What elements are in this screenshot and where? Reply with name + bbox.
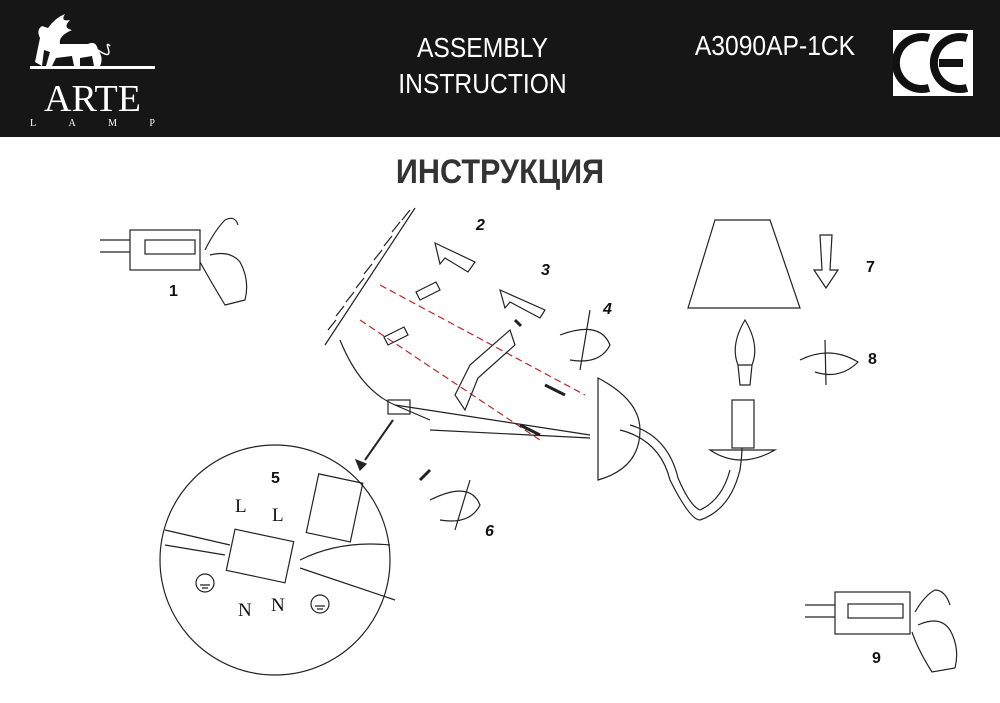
rotate-step4-icon xyxy=(559,309,611,371)
arrow-step2-icon xyxy=(434,241,476,273)
terminal-block-step1-icon xyxy=(100,217,248,306)
bulb-icon xyxy=(734,318,756,386)
ground-icon xyxy=(310,594,330,614)
terminal-cover-icon xyxy=(305,473,364,543)
step-number: 3 xyxy=(541,262,550,279)
document-title: ASSEMBLY INSTRUCTION xyxy=(366,30,599,102)
brand-letter: L xyxy=(30,118,37,129)
dowel-icon xyxy=(383,281,441,346)
cable xyxy=(339,339,591,439)
step-number: 7 xyxy=(866,259,875,276)
wall-sconce-icon xyxy=(597,377,778,521)
header-bar: ARTE L A M P ASSEMBLY INSTRUCTION A3090A… xyxy=(0,0,1000,137)
ground-icon xyxy=(195,573,215,593)
brand-sub: L A M P xyxy=(30,118,155,129)
neutral-label: N xyxy=(238,600,252,621)
live-label: L xyxy=(272,505,284,526)
arrow-down-icon xyxy=(812,234,840,290)
griffin-logo-icon xyxy=(30,14,155,69)
brand-letter: P xyxy=(149,118,155,129)
title-line: ASSEMBLY xyxy=(416,32,549,63)
live-label: L xyxy=(235,496,247,517)
model-number: A3090AP-1CK xyxy=(694,30,856,61)
step-number: 2 xyxy=(476,217,485,234)
brand-letter: M xyxy=(108,118,118,129)
mounting-bracket-icon xyxy=(454,328,516,412)
detail-circle xyxy=(159,444,391,676)
screw-icon xyxy=(418,318,566,482)
step-number: 9 xyxy=(872,650,881,667)
arrow-step3-icon xyxy=(499,288,546,319)
terminal-block-icon xyxy=(225,528,295,584)
neutral-label: N xyxy=(271,595,285,616)
wall-hatch-icon xyxy=(324,207,416,346)
brand-letter: A xyxy=(68,118,76,129)
ce-mark-icon xyxy=(893,30,973,96)
step-number: 5 xyxy=(271,470,280,487)
step-number: 4 xyxy=(603,301,612,318)
title-line: INSTRUCTION xyxy=(398,68,567,99)
brand-logo: ARTE xyxy=(44,78,141,120)
rotate-step6-icon xyxy=(429,479,481,531)
step-number: 1 xyxy=(169,283,178,300)
step-number: 8 xyxy=(868,351,877,368)
connector-icon xyxy=(387,399,411,415)
rotate-step8-icon xyxy=(799,339,859,386)
guide-lines xyxy=(359,284,586,441)
lamp-shade-icon xyxy=(687,219,801,309)
detail-wires xyxy=(164,529,396,601)
step-number: 6 xyxy=(485,523,494,540)
terminal-block-step9-icon xyxy=(805,589,958,673)
instruction-title-ru: ИНСТРУКЦИЯ xyxy=(395,153,605,191)
